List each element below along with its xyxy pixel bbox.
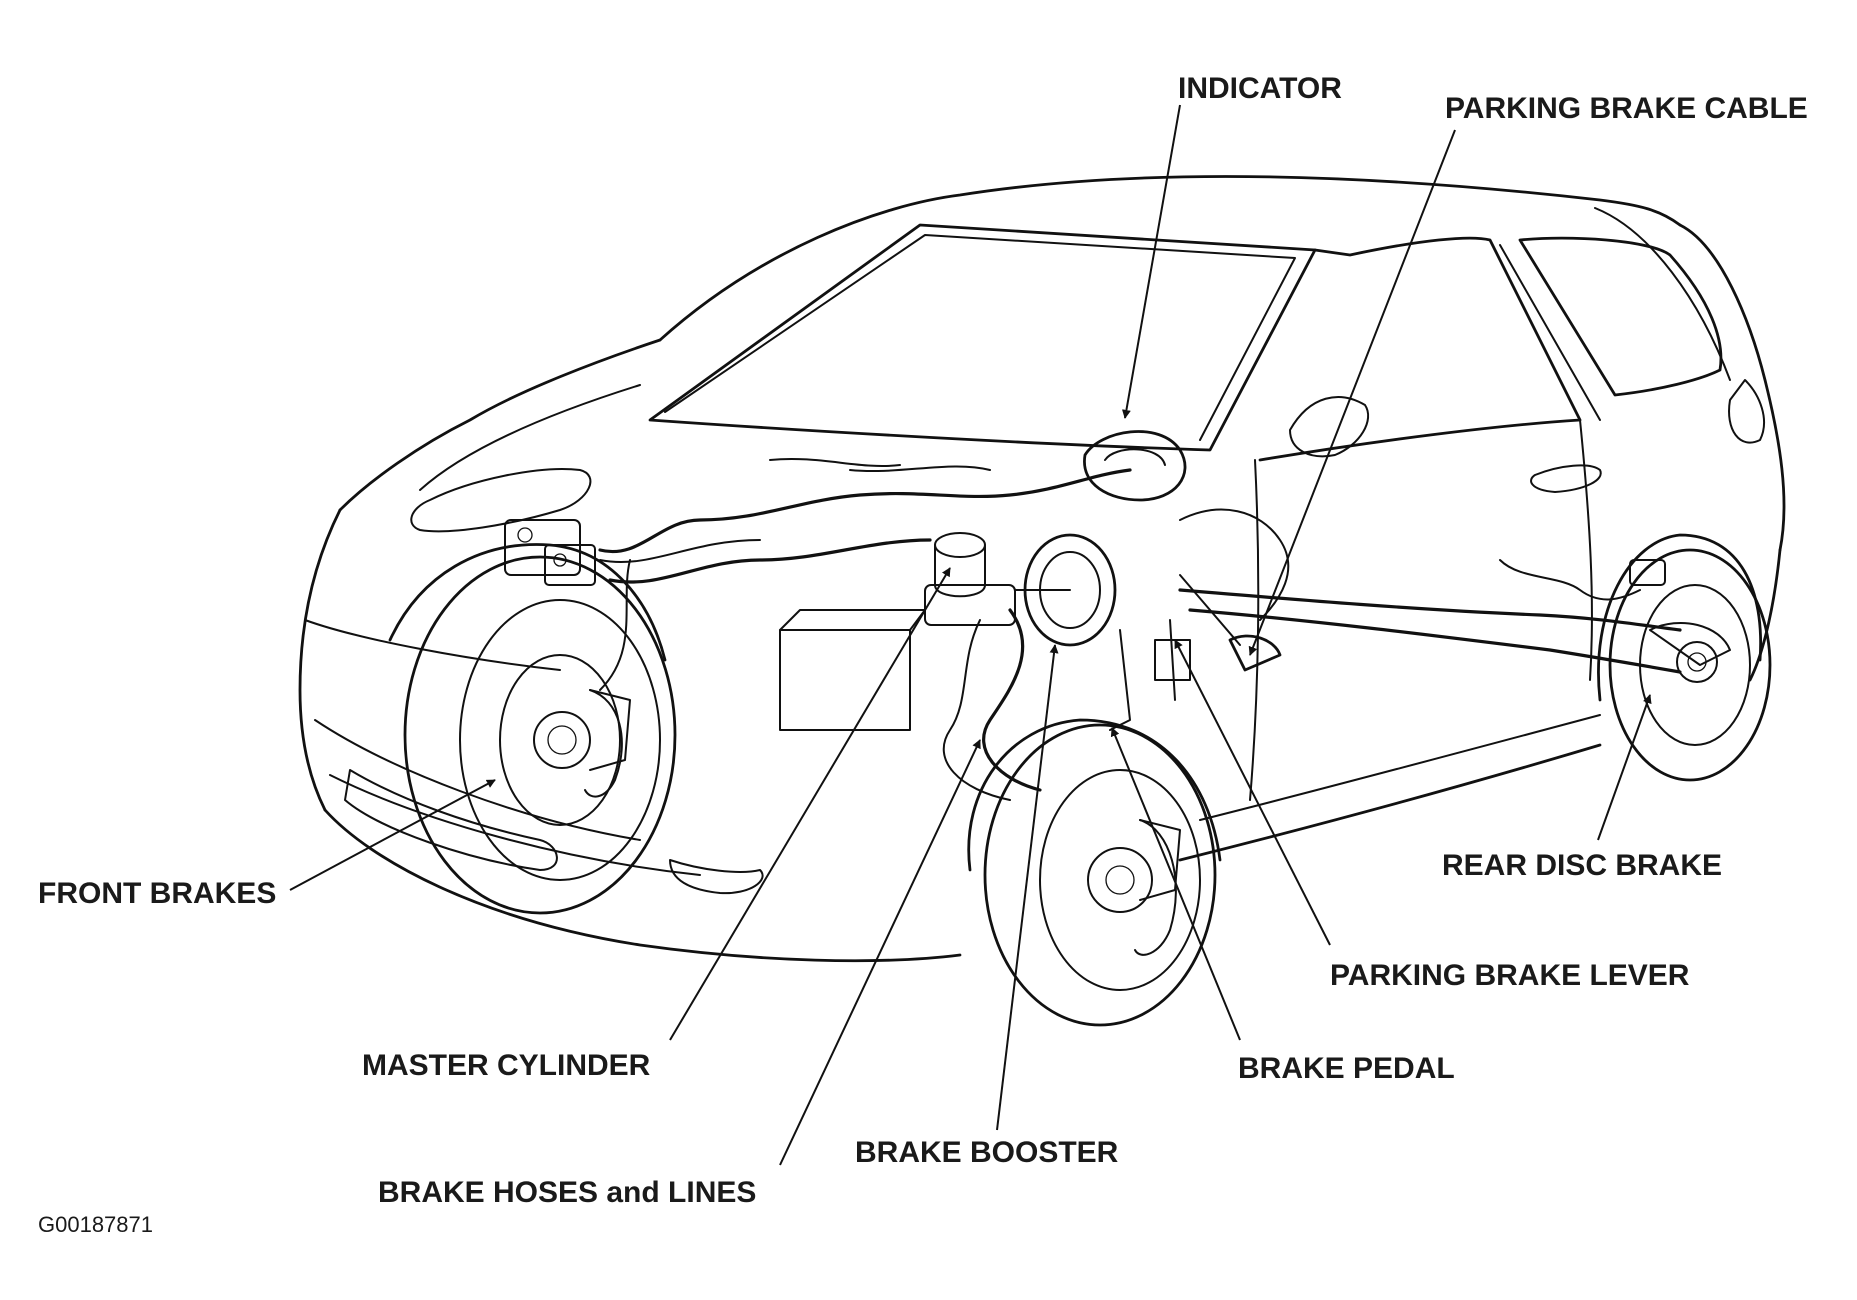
leader-parking-brake-lever [1174,639,1331,946]
label-parking-brake-lever: PARKING BRAKE LEVER [1330,959,1690,992]
leader-front-brakes [289,779,496,891]
label-brake-hoses-lines: BRAKE HOSES and LINES [378,1176,756,1209]
leader-brake-booster [996,644,1059,1131]
brake-components [504,430,1731,901]
leader-lines [289,104,1652,1166]
brake-lines [598,457,1682,801]
front-right-wheel [983,723,1217,1027]
label-brake-pedal: BRAKE PEDAL [1238,1052,1455,1085]
label-indicator: INDICATOR [1178,72,1342,105]
front-left-wheel [403,555,677,915]
leader-brake-pedal [1110,727,1241,1041]
label-rear-disc-brake: REAR DISC BRAKE [1442,849,1722,882]
label-brake-booster: BRAKE BOOSTER [855,1136,1119,1169]
label-master-cylinder: MASTER CYLINDER [362,1049,651,1082]
leader-parking-brake-cable [1248,129,1456,656]
leader-master-cylinder [669,567,951,1041]
label-parking-brake-cable: PARKING BRAKE CABLE [1445,92,1808,125]
car-body-outline [298,175,1786,963]
leader-rear-disc-brake [1597,694,1652,841]
callout-labels: INDICATOR PARKING BRAKE CABLE REAR DISC … [38,72,1808,1237]
leader-brake-hoses-lines [779,739,981,1166]
leader-indicator [1121,104,1181,419]
label-front-brakes: FRONT BRAKES [38,877,276,910]
figure-id: G00187871 [38,1212,153,1237]
